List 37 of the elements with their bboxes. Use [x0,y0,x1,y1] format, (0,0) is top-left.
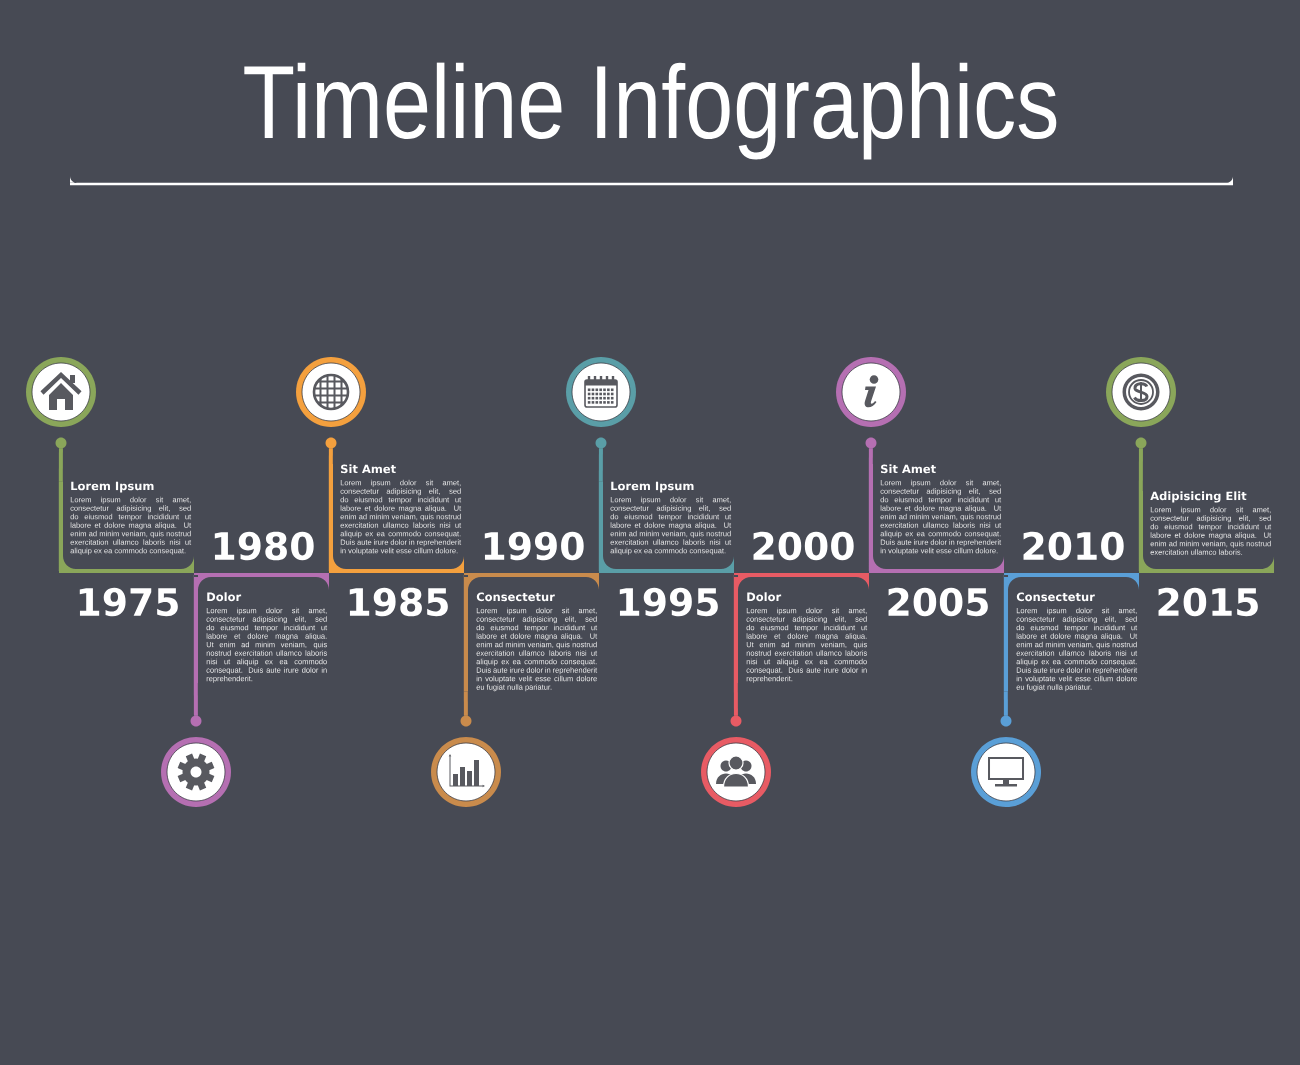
connector-line [58,448,63,482]
step-heading: Lorem Ipsum [611,481,694,493]
year-label: 2005 [888,587,988,617]
timeline-bracket [58,481,194,573]
title: Timeline Infographics [244,62,1057,160]
connector-line [328,448,333,464]
year-label: 1995 [619,587,718,617]
step-heading: Dolor [747,592,782,602]
year-label: 1980 [214,531,314,561]
step-heading: Sit Amet [881,464,936,474]
connector-line [733,683,738,716]
year-label: 2010 [1023,531,1124,561]
step-heading: Adipisicing Elit [1150,491,1247,503]
connector-line [868,448,873,464]
connector-line [598,448,603,482]
timeline-bracket [733,573,869,684]
timeline-bracket [598,481,734,573]
timeline-bracket [1138,490,1274,573]
year-label: 1990 [484,531,584,561]
connector-line [1138,448,1143,491]
timeline-bracket [868,463,1004,573]
step-heading: Sit Amet [341,464,396,474]
step-heading: Consectetur [476,592,555,602]
connector-line [1003,691,1008,716]
timeline-bracket [1003,573,1139,692]
year-label: 1975 [79,587,178,617]
year-label: 2000 [753,531,854,561]
step-heading: Lorem Ipsum [71,481,154,493]
connector-line [463,691,468,716]
timeline-bracket [463,573,599,692]
step-heading: Dolor [207,592,242,602]
connector-line [193,683,198,716]
year-label: 1985 [349,587,448,617]
step-heading: Consectetur [1016,592,1095,602]
year-label: 2015 [1158,587,1258,617]
timeline-bracket [328,463,464,573]
timeline-bracket [193,573,329,684]
